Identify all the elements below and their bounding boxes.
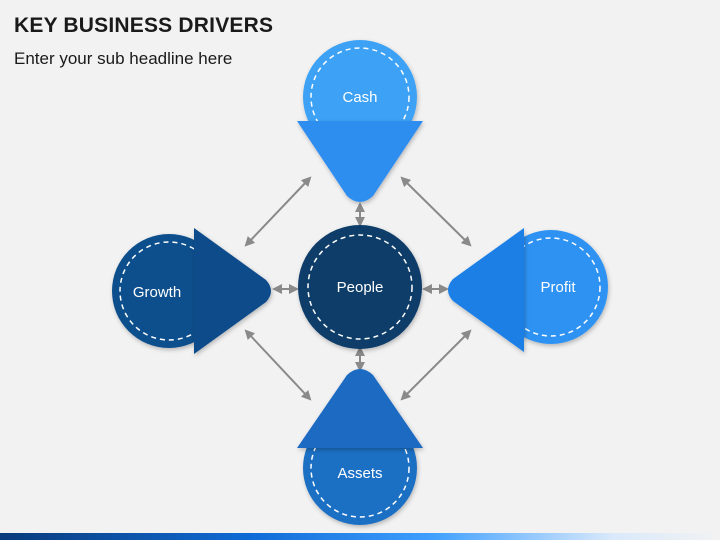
connector-cash-profit: [400, 176, 472, 247]
people-circle: [298, 225, 422, 349]
node-cash: Cash: [297, 40, 423, 202]
bottom-accent-bar: [0, 533, 720, 540]
node-assets: Assets: [297, 369, 423, 525]
cash-label: Cash: [342, 89, 377, 106]
connectors: [244, 176, 472, 401]
connector-cash-growth: [244, 176, 312, 247]
profit-arrow: [448, 228, 524, 352]
growth-label: Growth: [133, 284, 181, 301]
node-profit: Profit: [448, 228, 608, 352]
connector-growth-assets: [244, 329, 312, 401]
cash-arrow: [297, 121, 423, 202]
people-label: People: [337, 279, 384, 296]
assets-label: Assets: [337, 465, 382, 482]
assets-arrow: [297, 369, 423, 448]
connector-profit-assets: [400, 329, 472, 401]
node-growth: Growth: [112, 228, 271, 354]
assets-dashed-ring: [310, 418, 410, 518]
node-people: People: [298, 225, 422, 349]
people-dashed-ring: [307, 234, 413, 340]
growth-arrow: [194, 228, 271, 354]
slide-subtitle: Enter your sub headline here: [14, 49, 233, 68]
profit-label: Profit: [540, 279, 576, 296]
slide-title: KEY BUSINESS DRIVERS: [14, 14, 274, 37]
